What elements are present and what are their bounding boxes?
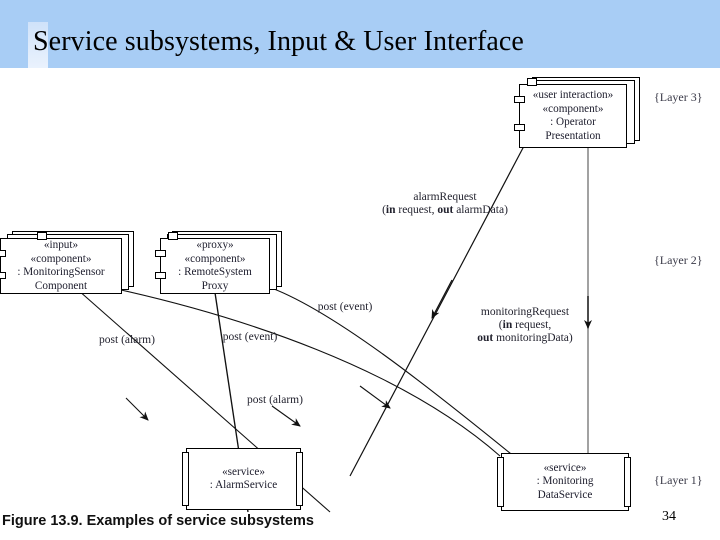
post-alarm-lower-text: post (alarm) <box>247 394 303 406</box>
operator-presentation-name-line1: : Operator <box>550 116 596 128</box>
operator-presentation-port-tab-upper-icon <box>514 96 525 103</box>
layer-annotation-3: {Layer 3} <box>654 90 703 104</box>
alarm-service-port-tab-left-icon <box>182 452 189 506</box>
remote-system-proxy-name-line2: Proxy <box>201 279 229 292</box>
message-label-post-alarm-lower: post (alarm) <box>230 394 320 407</box>
remote-system-proxy-name-line1: : RemoteSystem <box>178 266 252 278</box>
remote-system-proxy-port-tab-lower-icon <box>155 272 166 279</box>
remote-system-proxy-stereotype-proxy: «proxy» <box>196 239 234 251</box>
page-title: Service subsystems, Input & User Interfa… <box>33 26 524 57</box>
operator-presentation-notch-icon <box>527 78 537 86</box>
remote-system-proxy-stereotype-component: «component» <box>184 252 246 265</box>
post-alarm-upper-text: post (alarm) <box>99 334 155 346</box>
monitoring-sensor-stereotype-input: «input» <box>43 239 79 251</box>
monitoring-request-line3: out monitoringData) <box>477 332 573 344</box>
message-label-alarm-request: alarmRequest (in request, out alarmData) <box>355 191 535 217</box>
operator-presentation-port-tab-lower-icon <box>514 124 525 131</box>
monitoring-sensor-name-line2: Component <box>34 279 88 292</box>
monitoring-sensor-port-tab-lower-icon <box>0 272 6 279</box>
post-event-upper-text: post (event) <box>317 301 373 313</box>
monitoring-data-service-stereotype-service: «service» <box>543 461 587 474</box>
operator-presentation-name-line2: Presentation <box>545 129 601 142</box>
monitoring-data-service-name-line2: DataService <box>537 488 593 501</box>
monitoring-data-service-port-tab-left-icon <box>497 457 504 507</box>
diagram-canvas: «input» «component» : MonitoringSensor C… <box>0 68 720 540</box>
page-number: 34 <box>662 509 676 524</box>
monitoring-sensor-stereotype-component: «component» <box>30 252 92 265</box>
header-accent-bar <box>28 22 48 68</box>
component-monitoring-data-service[interactable]: «service» : Monitoring DataService <box>501 453 629 511</box>
remote-system-proxy-notch-icon <box>168 232 178 240</box>
layer-annotation-1: {Layer 1} <box>654 473 703 487</box>
message-label-monitoring-request: monitoringRequest (in request, out monit… <box>455 306 595 345</box>
alarm-service-stereotype-service: «service» <box>222 465 265 478</box>
post-event-lower-text: post (event) <box>222 331 278 343</box>
remote-system-proxy-port-tab-upper-icon <box>155 250 166 257</box>
monitoring-sensor-notch-icon <box>37 232 47 240</box>
alarm-request-line1: alarmRequest <box>413 191 477 203</box>
monitoring-data-service-port-tab-right-icon <box>624 457 631 507</box>
message-label-post-event-upper: post (event) <box>300 301 390 314</box>
message-label-post-alarm-upper: post (alarm) <box>82 334 172 347</box>
layer-annotation-2: {Layer 2} <box>654 253 703 267</box>
figure-caption: Figure 13.9. Examples of service subsyst… <box>2 513 314 529</box>
alarm-service-port-tab-right-icon <box>296 452 303 506</box>
slide-header-bar: Service subsystems, Input & User Interfa… <box>0 0 720 68</box>
monitoring-data-service-name-line1: : Monitoring <box>536 475 594 488</box>
component-monitoring-sensor-component[interactable]: «input» «component» : MonitoringSensor C… <box>0 238 122 294</box>
alarm-request-line2: (in request, out alarmData) <box>382 204 508 216</box>
monitoring-request-line1: monitoringRequest <box>480 306 570 318</box>
monitoring-sensor-port-tab-upper-icon <box>0 250 6 257</box>
component-remote-system-proxy[interactable]: «proxy» «component» : RemoteSystem Proxy <box>160 238 270 294</box>
component-alarm-service[interactable]: «service» : AlarmService <box>186 448 301 510</box>
monitoring-sensor-name-line1: : MonitoringSensor <box>17 266 105 278</box>
alarm-service-name-line1: : AlarmService <box>209 479 278 491</box>
component-operator-presentation[interactable]: «user interaction» «component» : Operato… <box>519 84 627 148</box>
message-label-post-event-lower: post (event) <box>205 331 295 344</box>
monitoring-request-line2: (in request, <box>498 319 552 331</box>
operator-presentation-stereotype-user-interaction: «user interaction» <box>532 89 614 101</box>
operator-presentation-stereotype-component: «component» <box>542 102 604 115</box>
